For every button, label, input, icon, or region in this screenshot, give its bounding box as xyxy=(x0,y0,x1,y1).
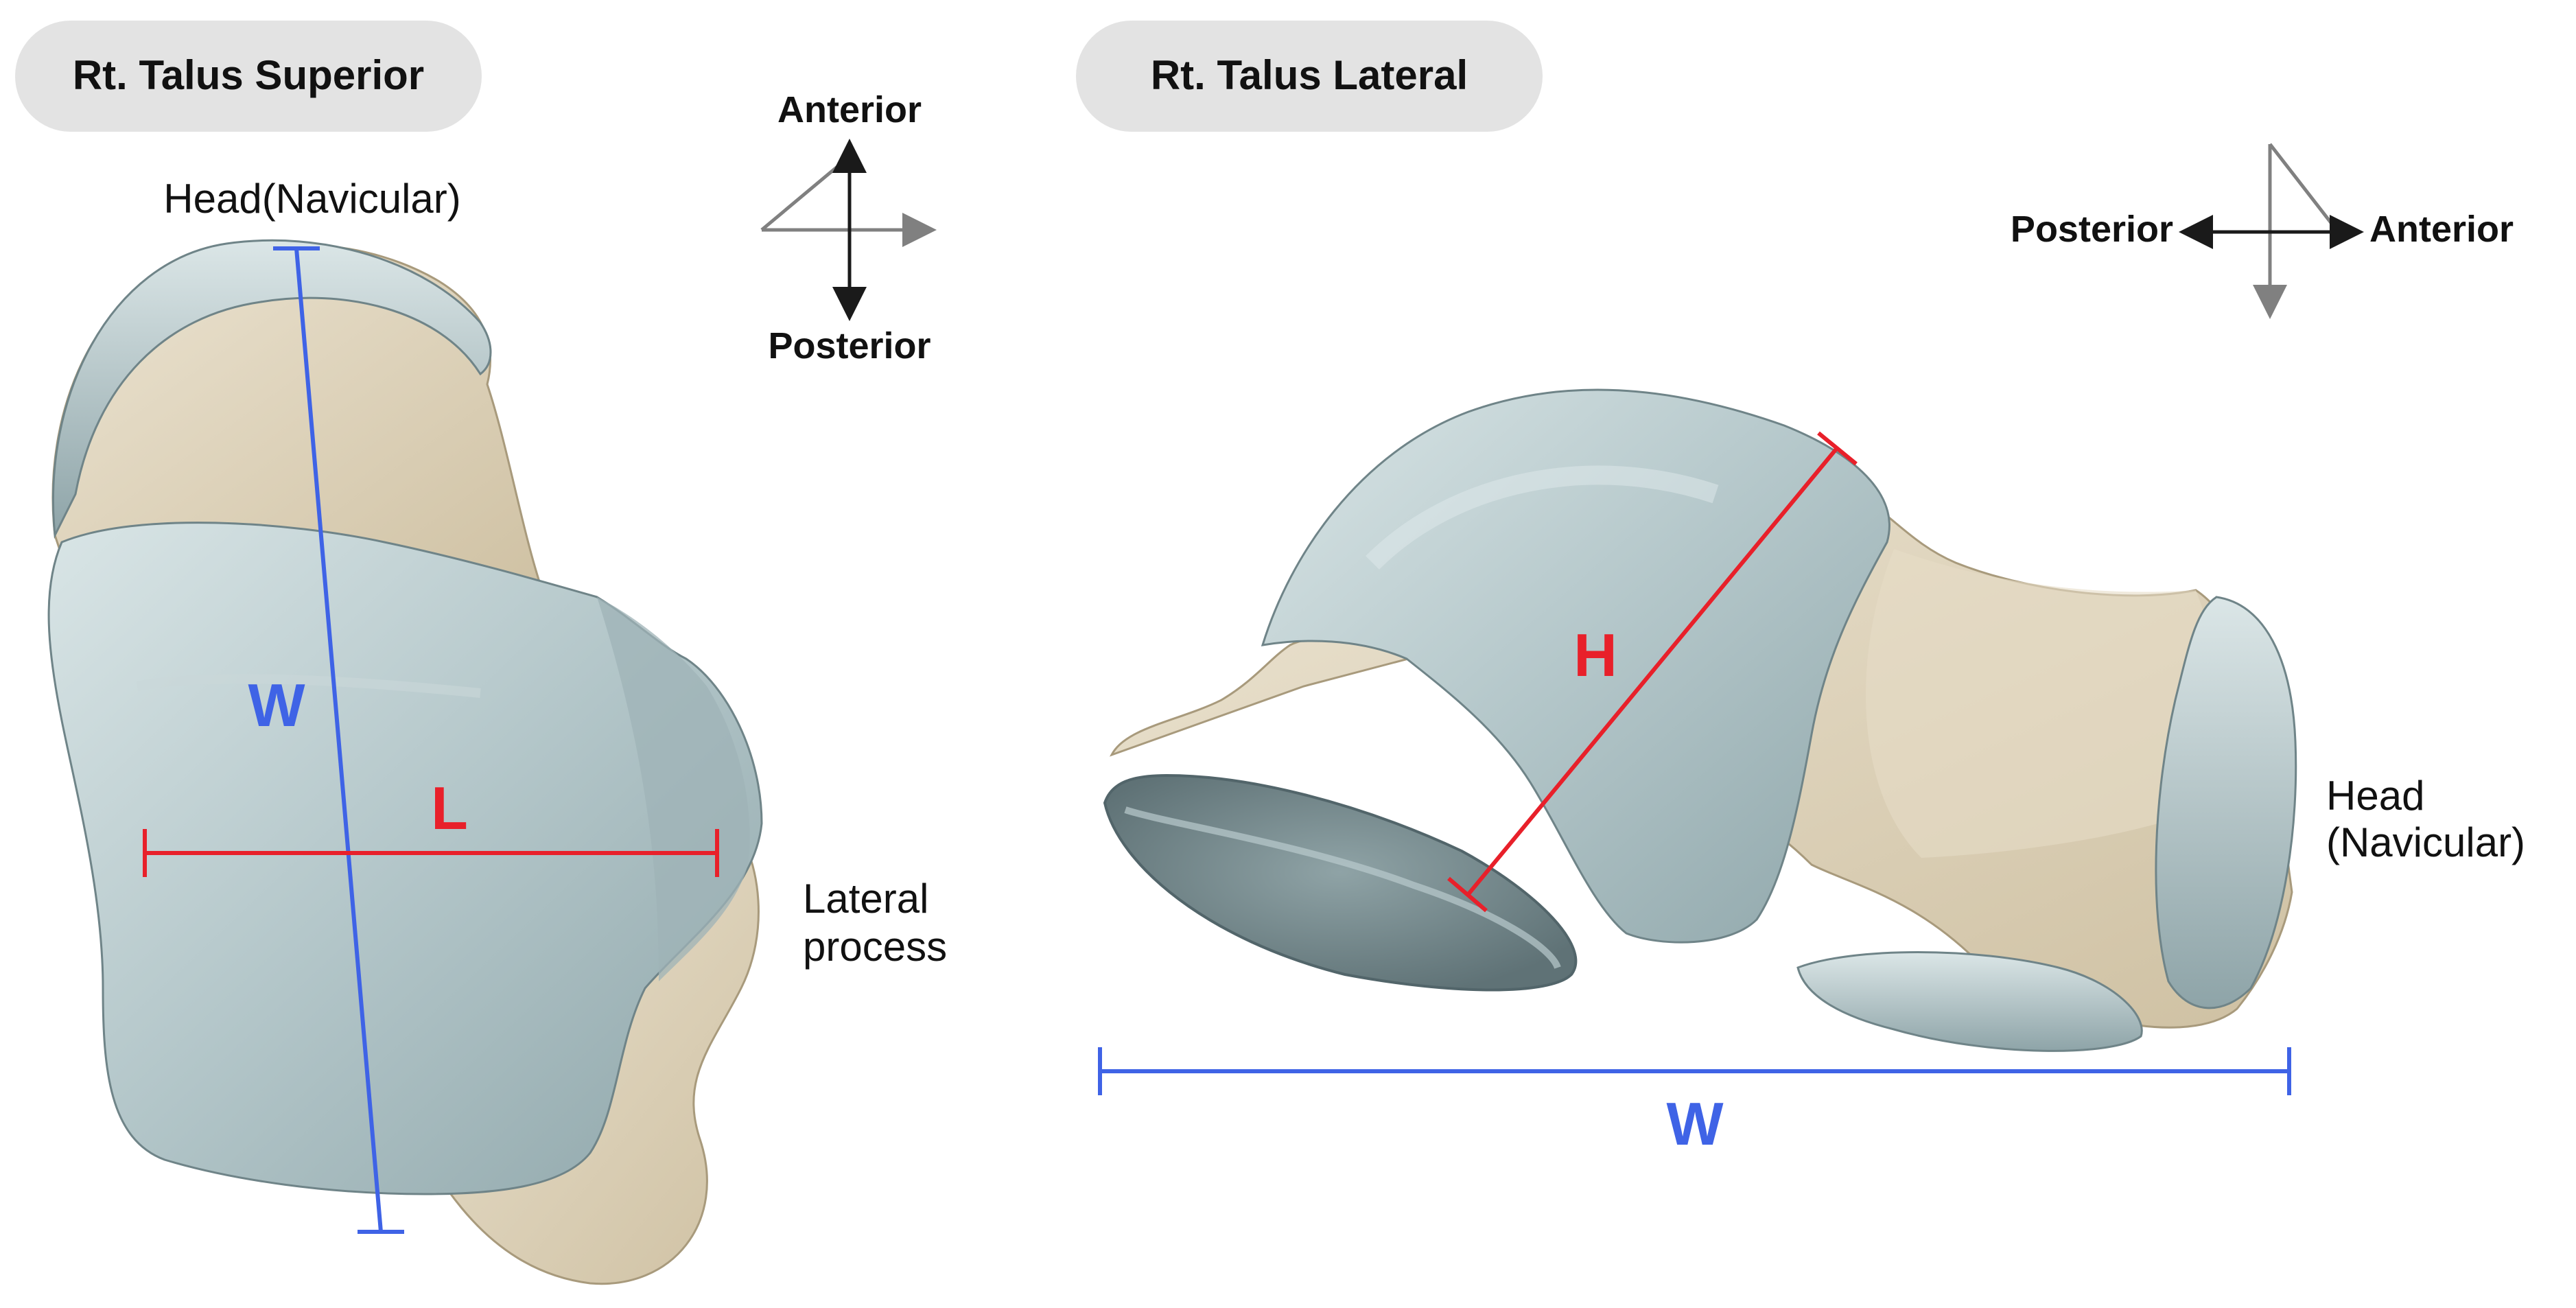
superior-title-pill xyxy=(15,21,482,132)
superior-l-label: L xyxy=(431,774,468,842)
lateral-orientation-compass: Posterior Anterior xyxy=(2011,143,2514,319)
superior-anterior-label: Anterior xyxy=(777,89,922,130)
lateral-anterior-label: Anterior xyxy=(2369,209,2514,250)
lateral-title-pill xyxy=(1076,21,1543,132)
superior-head-label: Head(Navicular) xyxy=(163,176,460,222)
lateral-process-label-line1: Lateral xyxy=(803,876,928,922)
superior-w-label: W xyxy=(248,671,305,739)
lateral-panel: Rt. Talus Lateral Posterior Anterior xyxy=(1076,21,2525,1158)
superior-l-measure: L xyxy=(143,774,719,877)
lateral-posterior-label: Posterior xyxy=(2011,209,2173,250)
superior-panel: Rt. Talus Superior Head(Navicular) W xyxy=(15,21,947,1285)
lateral-w-label: W xyxy=(1666,1090,1723,1158)
lateral-head-label-line1: Head xyxy=(2326,773,2424,819)
talus-superior-illustration xyxy=(47,239,763,1285)
lateral-h-label: H xyxy=(1573,621,1617,689)
lateral-process-label-line2: process xyxy=(803,924,947,970)
lateral-h-measure: H xyxy=(1447,431,1858,913)
lateral-title: Rt. Talus Lateral xyxy=(1151,52,1468,98)
superior-orientation-compass: Anterior Posterior xyxy=(760,89,937,366)
superior-posterior-label: Posterior xyxy=(768,325,930,366)
lateral-w-measure: W xyxy=(1098,1047,2291,1158)
superior-w-measure: W xyxy=(248,246,404,1234)
talus-lateral-illustration xyxy=(1103,388,2297,1052)
superior-title: Rt. Talus Superior xyxy=(73,52,424,98)
lateral-head-label-line2: (Navicular) xyxy=(2326,819,2525,865)
